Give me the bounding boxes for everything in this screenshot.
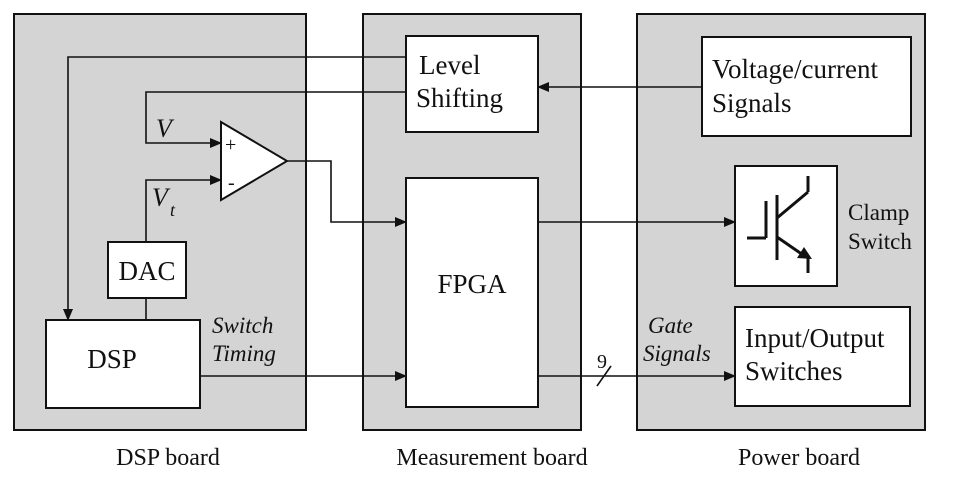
power-board-label: Power board [738,445,860,471]
fpga-block [405,177,539,408]
fpga-label: FPGA [437,269,507,299]
voltage-current-label-1: Voltage/current [712,54,878,84]
gate-signals-label-1: Gate [648,313,693,338]
io-switches-label-1: Input/Output [745,323,885,353]
dac-label: DAC [118,256,175,286]
dac-block [107,241,187,299]
clamp-switch-label-1: Clamp [848,200,909,225]
op-amp-icon [220,120,289,202]
level-shifting-label-1: Level [419,50,480,80]
signal-wires [63,56,736,381]
clamp-switch-block [734,165,838,287]
io-switches-label-2: Switches [745,356,843,386]
switch-timing-label-2: Timing [212,341,276,366]
bus-width-label: 9 [597,351,607,373]
level-shifting-label-2: Shifting [416,83,503,113]
dsp-board-label: DSP board [116,445,220,471]
input-vt-label: V [152,183,171,212]
dsp-block [45,319,201,409]
voltage-current-block [701,36,912,137]
igbt-icon [747,176,810,273]
switch-timing-label-1: Switch [212,313,273,338]
input-v-label: V [156,114,175,143]
io-switches-block [734,306,911,407]
comparator-plus: + [225,134,236,156]
input-vt-subscript: t [170,200,176,220]
gate-signals-label-2: Signals [643,341,711,366]
measurement-board-label: Measurement board [396,445,587,471]
voltage-current-label-2: Signals [712,88,792,118]
igbt-emitter-arrowhead [797,247,812,259]
bus-slash [596,365,612,387]
comparator-minus: - [228,172,235,194]
dsp-label: DSP [87,344,137,374]
clamp-switch-label-2: Switch [848,229,912,254]
